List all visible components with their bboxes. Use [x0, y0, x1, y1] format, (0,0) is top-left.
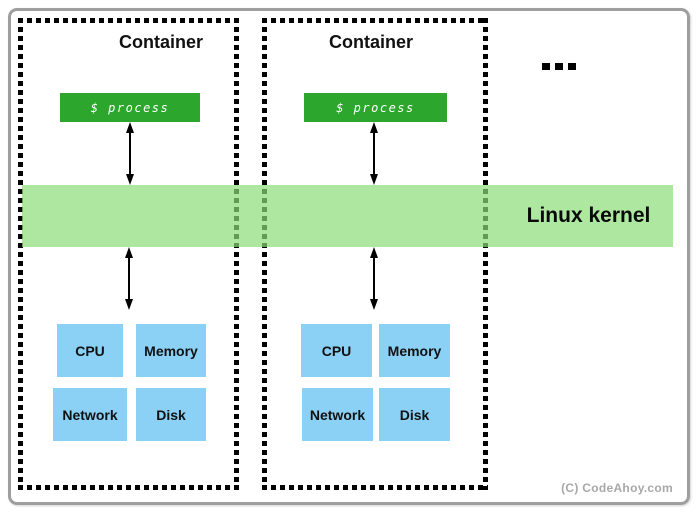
ellipsis-icon	[542, 63, 576, 70]
container-2-process-box: $ process	[304, 93, 447, 122]
container-1-arrow-down-icon	[125, 247, 133, 310]
container-2-label: Container	[328, 32, 413, 52]
container-1-resource-disk: Disk	[136, 388, 206, 441]
container-2-resource-memory: Memory	[379, 324, 450, 377]
container-1-process-label: $ process	[90, 100, 170, 115]
linux-kernel-band	[22, 185, 673, 247]
ellipsis-dot	[555, 63, 563, 70]
credit-text: (C) CodeAhoy.com	[561, 481, 673, 495]
container-2-arrow-down-icon	[370, 247, 378, 310]
container-1-label: Container	[118, 32, 203, 52]
container-1-resource-cpu: CPU	[57, 324, 123, 377]
linux-kernel-label: Linux kernel	[526, 204, 651, 227]
container-1-resource-network: Network	[53, 388, 127, 441]
container-2-resource-disk: Disk	[379, 388, 450, 441]
container-2-resource-cpu: CPU	[301, 324, 372, 377]
container-2-process-label: $ process	[336, 100, 415, 115]
ellipsis-dot	[542, 63, 550, 70]
container-1-process-box: $ process	[60, 93, 200, 122]
container-1-resource-memory: Memory	[136, 324, 206, 377]
container-1-arrow-up-icon	[126, 122, 134, 185]
ellipsis-dot	[568, 63, 576, 70]
container-2-arrow-up-icon	[370, 122, 378, 185]
container-2-resource-network: Network	[302, 388, 373, 441]
